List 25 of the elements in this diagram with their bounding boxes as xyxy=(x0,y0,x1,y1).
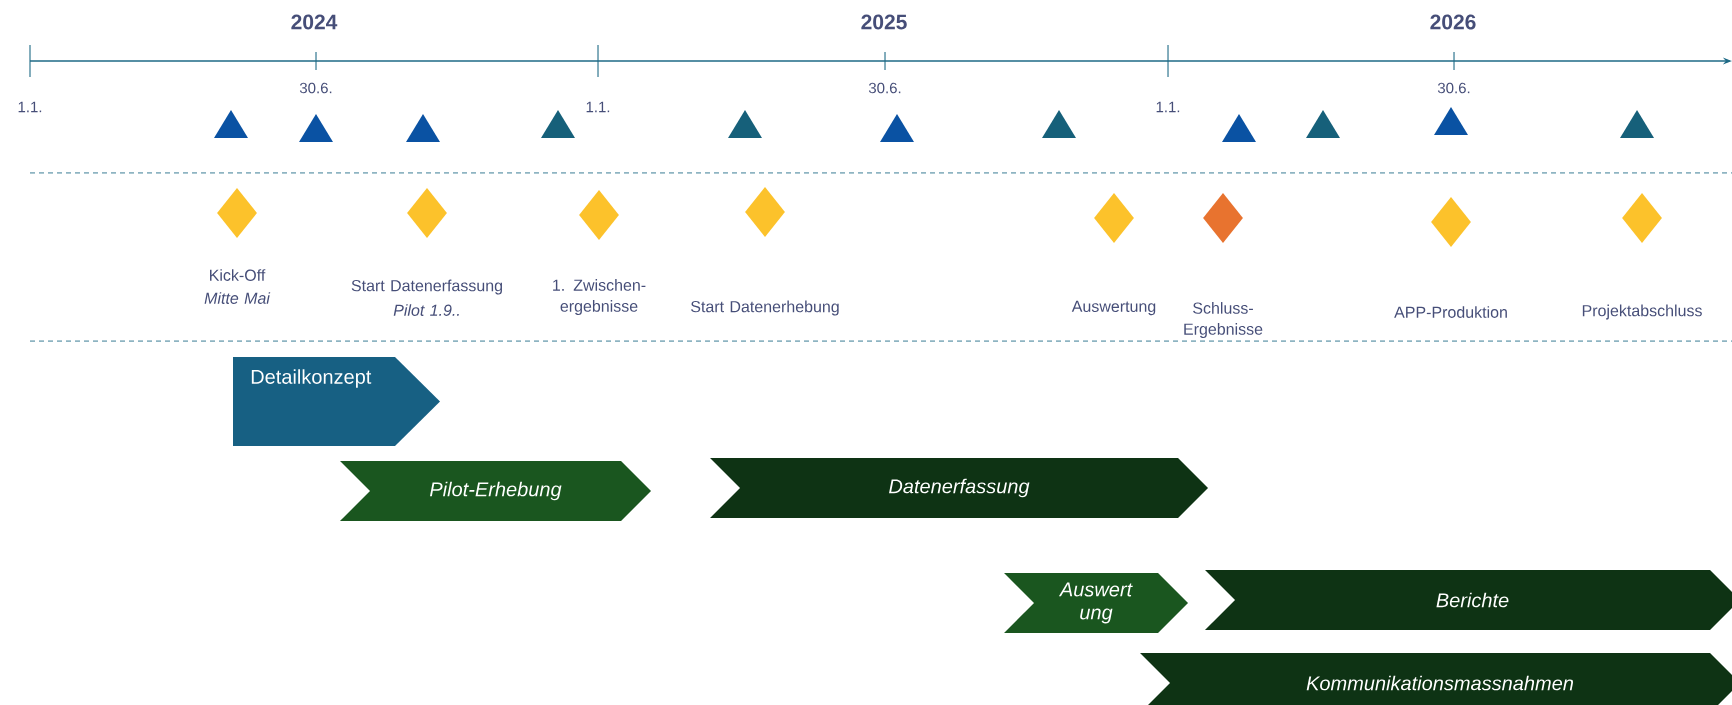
node-label: Pilot 1.9.. xyxy=(393,304,459,316)
year-label: 2026 xyxy=(1430,14,1476,30)
gantt-bar: Kommunikationsmassnahmen xyxy=(1140,653,1732,705)
node-label: Auswertung xyxy=(1071,300,1156,316)
gantt-bar: Berichte xyxy=(1205,570,1732,630)
year-label: 2025 xyxy=(861,14,907,30)
node-label: Kick-Off xyxy=(210,269,266,281)
gantt-bar: Pilot-Erhebung xyxy=(340,461,651,521)
gantt-bar: Detailkonzept xyxy=(233,357,440,446)
node-label: Schluss- Ergebnisse xyxy=(1184,302,1263,338)
node-label: Start Datenerfassung xyxy=(351,279,503,295)
gantt-bar: Datenerfassung xyxy=(710,458,1208,518)
date-label: 30.6. xyxy=(868,82,901,94)
node-label: Projektabschluss xyxy=(1582,304,1702,320)
gantt-bar: Auswert ung xyxy=(1004,573,1188,633)
date-label: 30.6. xyxy=(1437,82,1470,94)
year-label: 2024 xyxy=(291,14,338,30)
node-label: Mitte Mai xyxy=(204,292,271,304)
date-label: 1.1. xyxy=(586,101,610,113)
date-label: 1.1. xyxy=(1156,101,1180,113)
date-label: 30.6. xyxy=(299,82,332,94)
node-label: APP-Produktion xyxy=(1394,306,1507,318)
node-label: Start Datenerhebung xyxy=(691,300,839,316)
node-label: 1. Zwischen- ergebnisse xyxy=(553,279,646,315)
date-label: 1.1. xyxy=(18,101,42,113)
